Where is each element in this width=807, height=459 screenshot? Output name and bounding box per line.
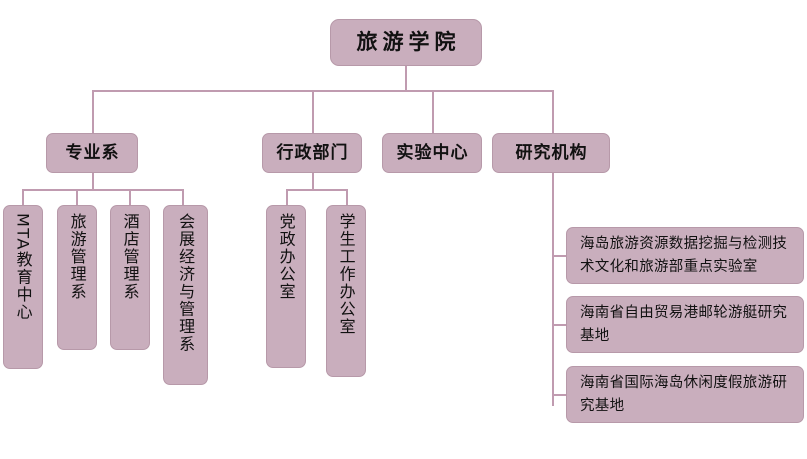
node-research-institutions[interactable]: 研究机构 (492, 133, 610, 173)
connector-departments-bus (22, 189, 183, 191)
connector-admin-stem (312, 173, 314, 190)
node-majors-department[interactable]: 专业系 (46, 133, 138, 173)
node-cruise-yacht-research-base[interactable]: 海南省自由贸易港邮轮游艇研究基地 (566, 296, 804, 353)
connector-drop-mta (22, 189, 24, 206)
connector-drop-admin (312, 90, 314, 133)
node-exhibition-economy-management-department[interactable]: 会展经济与管理系 (163, 205, 208, 385)
node-administrative-department[interactable]: 行政部门 (262, 133, 362, 173)
connector-drop-research (552, 90, 554, 133)
connector-offices-bus (286, 189, 348, 191)
node-student-affairs-office[interactable]: 学生工作办公室 (326, 205, 366, 377)
connector-drop-student-office (346, 189, 348, 206)
node-island-leisure-tourism-research-base[interactable]: 海南省国际海岛休闲度假旅游研究基地 (566, 366, 804, 423)
connector-majors-stem (92, 173, 94, 190)
connector-drop-exhibition-mgmt (182, 189, 184, 206)
connector-drop-lab (432, 90, 434, 133)
node-party-administration-office[interactable]: 党政办公室 (266, 205, 306, 368)
connector-research-trunk (552, 173, 554, 406)
node-mta-education-center[interactable]: MTA教育中心 (3, 205, 43, 369)
connector-drop-hotel-mgmt (129, 189, 131, 206)
connector-drop-tourism-mgmt (76, 189, 78, 206)
connector-stub-institute-1 (552, 255, 567, 257)
connector-stub-institute-2 (552, 324, 567, 326)
connector-drop-majors (92, 90, 94, 133)
connector-root-stem (405, 66, 407, 91)
node-root-college[interactable]: 旅游学院 (330, 19, 482, 66)
connector-level2-bus (92, 90, 554, 92)
connector-drop-party-office (286, 189, 288, 206)
node-experiment-center[interactable]: 实验中心 (382, 133, 482, 173)
node-hotel-management-department[interactable]: 酒店管理系 (110, 205, 150, 350)
node-tourism-management-department[interactable]: 旅游管理系 (57, 205, 97, 350)
node-island-tourism-key-laboratory[interactable]: 海岛旅游资源数据挖掘与检测技术文化和旅游部重点实验室 (566, 227, 804, 284)
connector-stub-institute-3 (552, 394, 567, 396)
